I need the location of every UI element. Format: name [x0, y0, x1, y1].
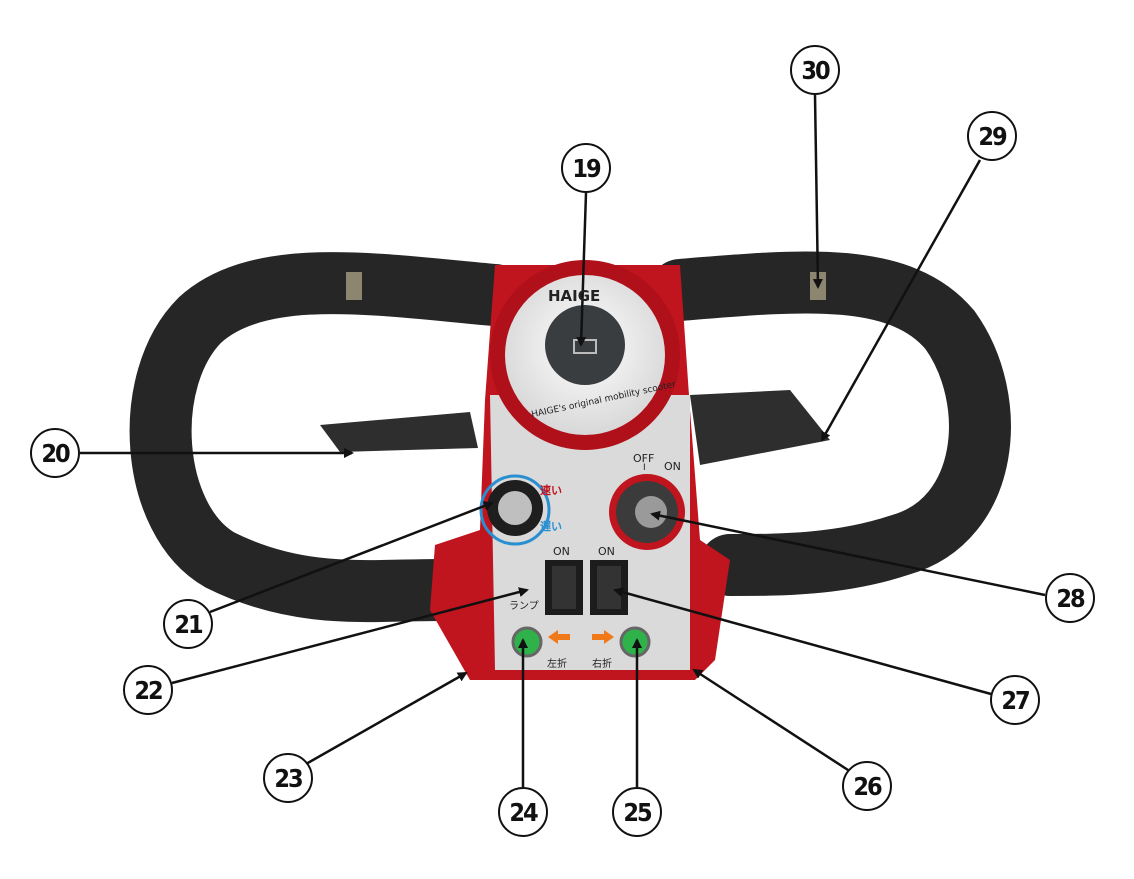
callout-24: 24	[498, 787, 548, 837]
fast-label: 速い	[540, 484, 562, 497]
callout-21: 21	[163, 599, 213, 649]
battery-gauge	[545, 305, 625, 385]
speed-knob-ring	[479, 474, 551, 546]
callout-28: 28	[1045, 573, 1095, 623]
right-turn-button	[619, 626, 651, 658]
callout-25: 25	[612, 787, 662, 837]
callout-23: 23	[263, 753, 313, 803]
slow-label: 遅い	[540, 520, 562, 533]
right-lever	[690, 390, 830, 465]
lamp-on-label: ON	[553, 545, 570, 558]
key-off-mark: I	[643, 463, 646, 473]
horn-on-label: ON	[598, 545, 615, 558]
right-arrow-icon	[592, 630, 614, 644]
callout-27: 27	[990, 675, 1040, 725]
callout-20: 20	[30, 428, 80, 478]
lamp-label: ランプ	[509, 601, 539, 612]
left-bolt	[346, 272, 362, 300]
callout-30: 30	[790, 45, 840, 95]
callout-19: 19	[561, 143, 611, 193]
callout-22: 22	[123, 665, 173, 715]
key-off-label: OFF	[633, 452, 655, 465]
key-on-label: ON	[664, 460, 681, 473]
left-turn-button	[511, 626, 543, 658]
left-grip	[129, 252, 526, 623]
leader-lines	[80, 94, 1046, 787]
left-turn-label: 左折	[547, 659, 567, 670]
control-panel	[490, 395, 690, 670]
callout-29: 29	[967, 111, 1017, 161]
right-grip	[649, 251, 1011, 596]
left-arrow-icon	[548, 630, 570, 644]
brand-logo: HAIGE	[548, 287, 601, 305]
right-turn-label: 右折	[592, 659, 612, 670]
left-lever	[320, 412, 478, 452]
callout-26: 26	[842, 761, 892, 811]
